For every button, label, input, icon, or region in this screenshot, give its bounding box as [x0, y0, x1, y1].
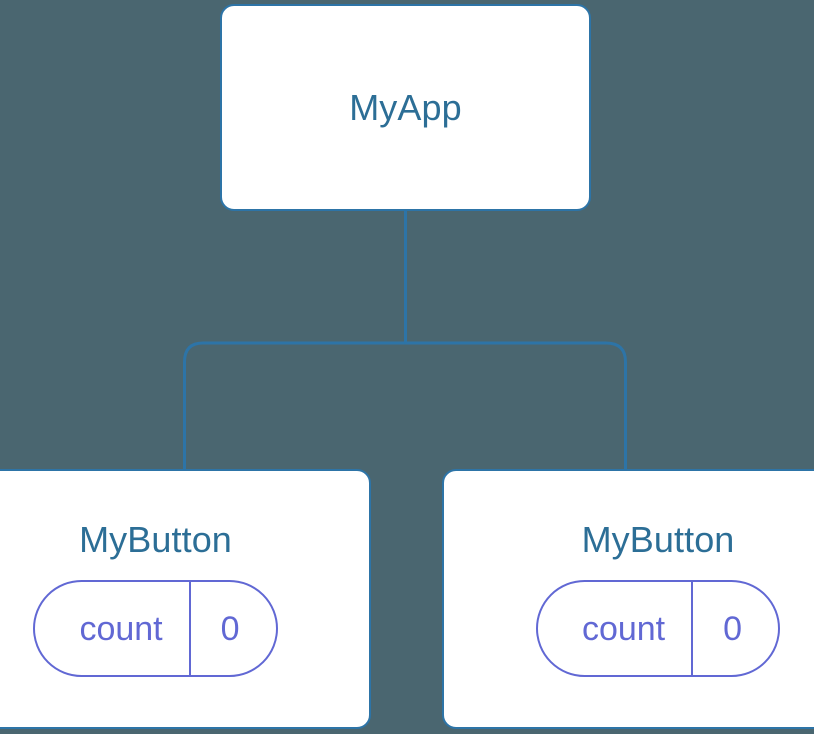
node-title: MyButton: [581, 518, 735, 560]
node-title: MyButton: [79, 518, 232, 560]
connector-branch-right: [404, 341, 627, 474]
state-badge-key: count: [79, 609, 163, 648]
tree-node-myapp[interactable]: MyApp: [220, 4, 591, 211]
state-badge-value: 0: [691, 582, 778, 676]
state-badge[interactable]: count 0: [33, 580, 278, 678]
tree-node-mybutton-2[interactable]: MyButton count 0: [442, 469, 814, 729]
state-badge-value: 0: [188, 582, 276, 676]
state-badge[interactable]: count 0: [535, 580, 781, 678]
tree-node-mybutton-1[interactable]: MyButton count 0: [0, 469, 371, 729]
connector-branch-left: [183, 341, 407, 474]
node-title: MyApp: [349, 86, 462, 128]
state-badge-key: count: [581, 609, 666, 648]
